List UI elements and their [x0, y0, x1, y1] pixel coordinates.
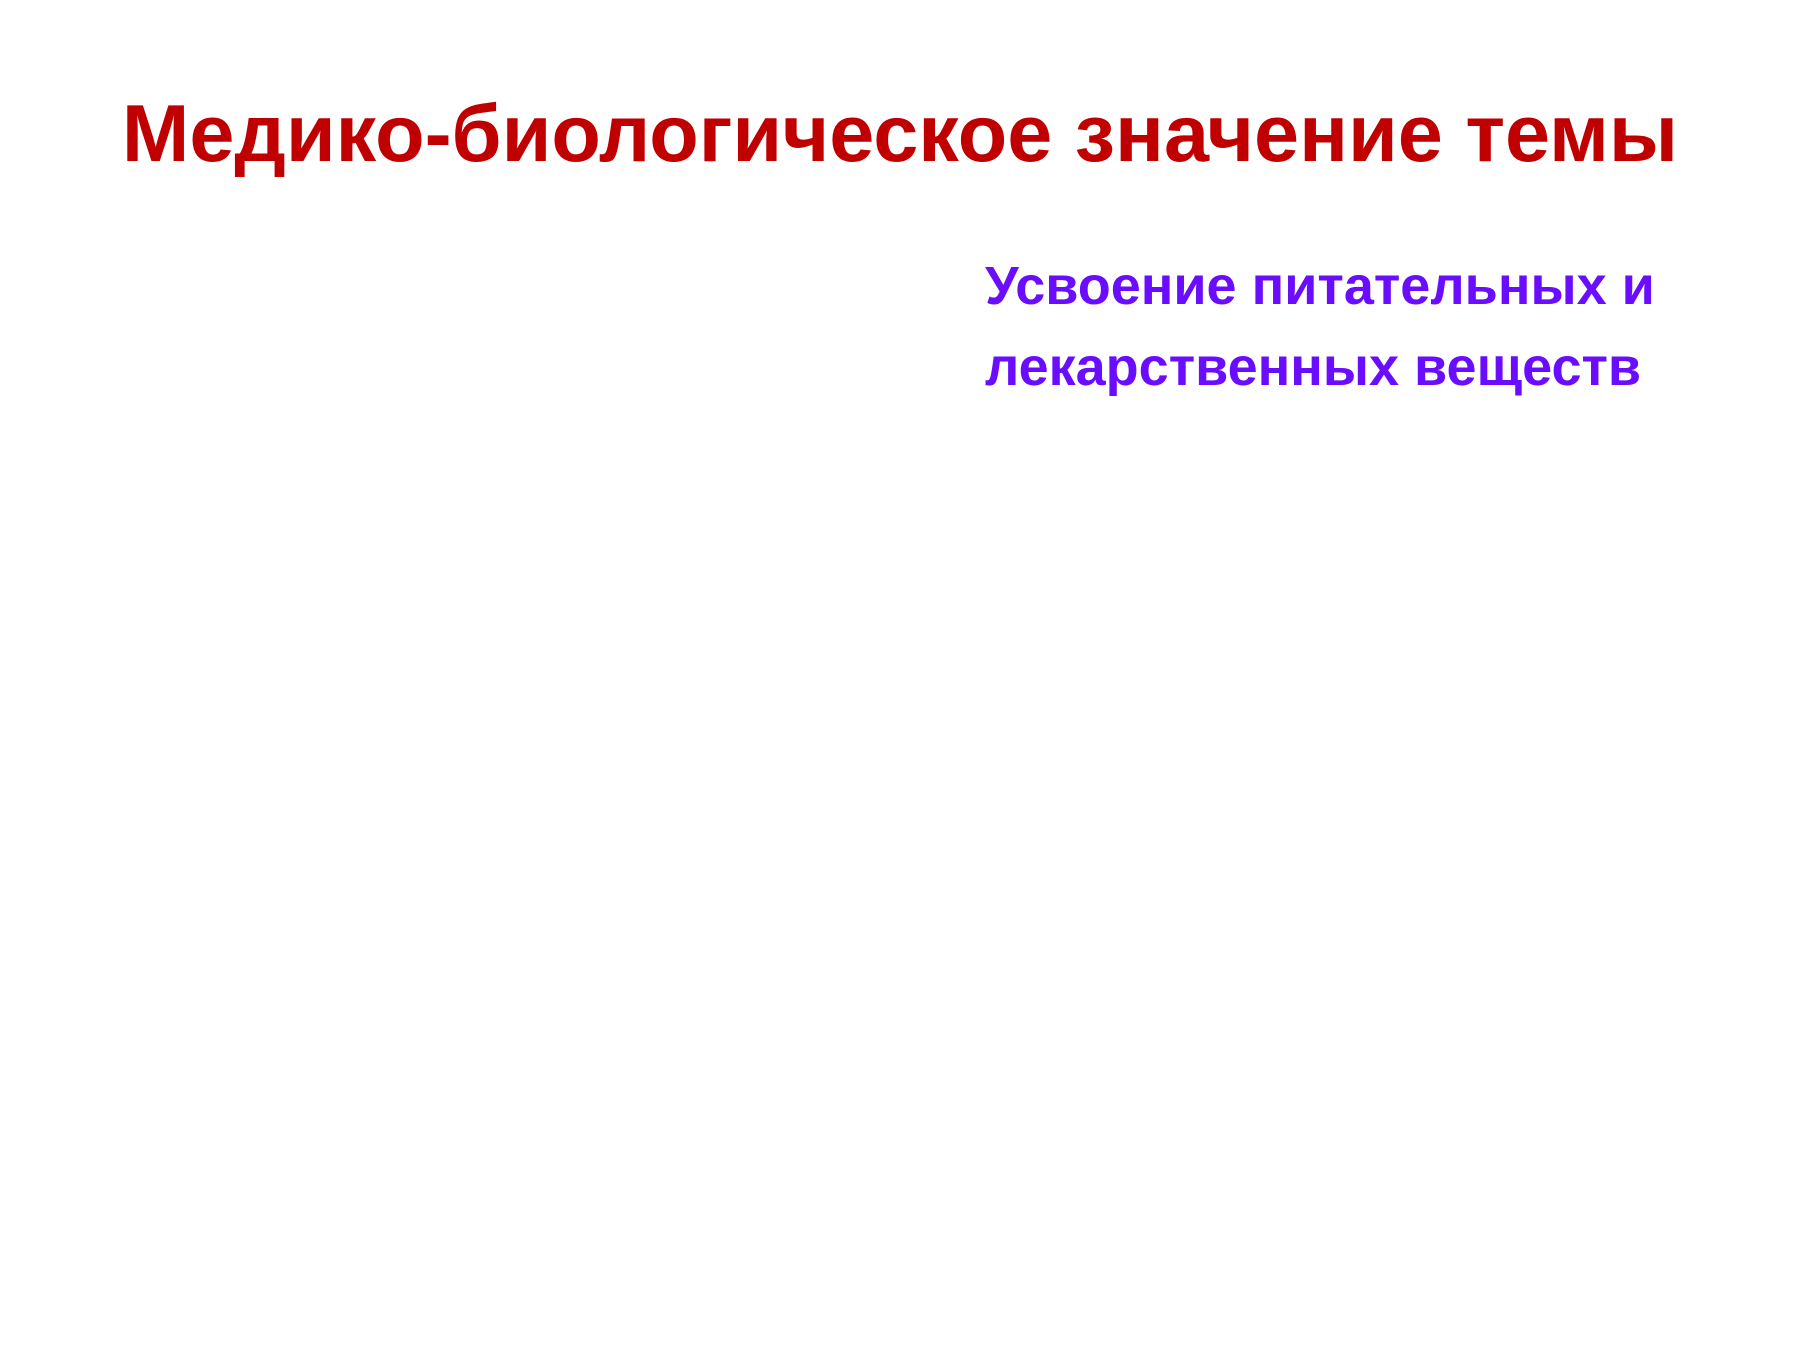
slide-subtitle: Усвоение питательных и лекарственных вещ… — [985, 246, 1775, 408]
slide-title: Медико-биологическое значение темы — [121, 89, 1679, 179]
subtitle-line-2: лекарственных веществ — [985, 337, 1642, 397]
subtitle-line-1: Усвоение питательных и — [985, 256, 1655, 316]
